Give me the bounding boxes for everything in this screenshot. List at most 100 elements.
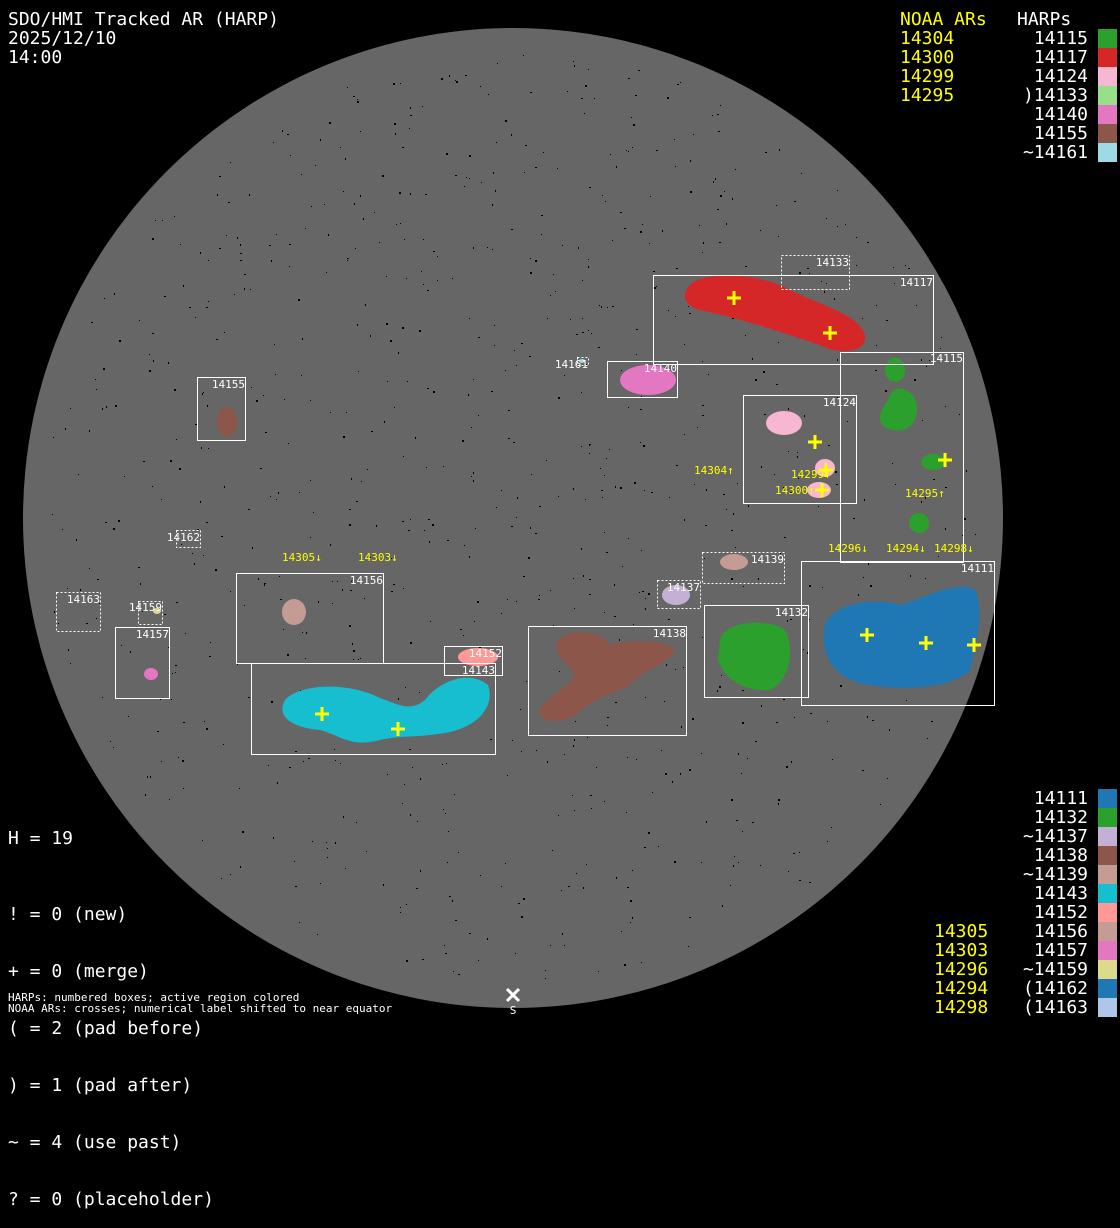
magnetic-pixel (226, 235, 227, 236)
magnetic-pixel (735, 547, 736, 548)
magnetic-pixel (53, 437, 54, 438)
magnetic-pixel (343, 191, 344, 192)
magnetic-pixel (185, 633, 186, 634)
harp-legend-item: )14133 (1022, 85, 1088, 106)
magnetic-pixel (180, 244, 181, 245)
harp-label: 14157 (136, 628, 169, 641)
magnetic-pixel (632, 870, 633, 871)
magnetic-pixel (106, 406, 107, 408)
harp-box-14124[interactable] (743, 395, 857, 504)
magnetic-pixel (738, 753, 739, 755)
magnetic-pixel (922, 420, 923, 421)
magnetic-pixel (581, 548, 582, 550)
harp-label: 14162 (167, 531, 200, 544)
harp-box-14157[interactable] (115, 627, 170, 699)
harp-box-14152[interactable] (444, 646, 503, 676)
magnetic-pixel (104, 298, 105, 299)
magnetic-pixel (145, 794, 146, 796)
magnetic-pixel (834, 298, 835, 300)
magnetic-pixel (528, 557, 530, 559)
harp-box-14159[interactable] (138, 601, 163, 625)
magnetic-pixel (824, 291, 825, 293)
magnetic-pixel (398, 352, 399, 354)
magnetic-pixel (423, 284, 424, 285)
magnetic-pixel (223, 744, 224, 745)
magnetic-pixel (62, 529, 63, 530)
harp-legend-item: 14152 (1033, 902, 1088, 923)
region-14132 (718, 622, 790, 691)
harp-legend-item: (14163 (1022, 997, 1088, 1018)
magnetic-pixel (189, 307, 191, 308)
harp-boxes (56, 255, 995, 755)
harp-box-14139[interactable] (702, 552, 785, 584)
harp-box-14140[interactable] (607, 361, 678, 398)
harp-box-14117[interactable] (653, 275, 934, 365)
magnetic-pixel (669, 497, 670, 498)
magnetic-pixel (386, 323, 388, 325)
magnetic-pixel (364, 598, 365, 599)
magnetic-pixel (853, 518, 855, 519)
harp-box-14115[interactable] (840, 352, 964, 563)
magnetic-pixel (496, 142, 497, 143)
noaa-labels: 14304↑ 14299↑ 14300↑ 14295↑ 14296↓ 14294… (282, 464, 974, 564)
magnetic-pixel (900, 545, 902, 546)
magnetic-pixel (733, 865, 734, 867)
magnetic-pixel (219, 248, 221, 249)
magnetic-pixel (626, 150, 627, 151)
magnetic-pixel (311, 206, 312, 207)
magnetic-pixel (574, 608, 575, 609)
magnetic-pixel (155, 220, 156, 221)
magnetic-pixel (315, 165, 316, 166)
magnetic-pixel (702, 361, 703, 362)
harps-swatches-top (1098, 29, 1117, 162)
noaa-cross-icon (808, 435, 822, 449)
noaa-cross-icon (315, 707, 329, 721)
magnetic-pixel (474, 621, 475, 622)
magnetic-pixel (684, 344, 685, 345)
magnetic-pixel (624, 228, 626, 229)
magnetic-pixel (776, 722, 778, 723)
magnetic-pixel (719, 467, 720, 469)
magnetic-pixel (113, 747, 114, 748)
harp-box-14138[interactable] (528, 626, 687, 736)
harp-box-14143[interactable] (251, 663, 496, 755)
harp-box-14137[interactable] (657, 580, 701, 609)
magnetic-pixel (598, 971, 599, 972)
magnetic-pixel (520, 709, 521, 710)
magnetic-pixel (717, 690, 718, 692)
magnetic-pixel (803, 649, 804, 650)
magnetic-pixel (516, 601, 517, 602)
magnetic-pixel (790, 492, 792, 493)
magnetic-pixel (837, 226, 838, 227)
harp-box-14132[interactable] (704, 605, 809, 698)
magnetic-pixel (52, 514, 53, 515)
magnetic-pixel (349, 625, 351, 627)
magnetic-pixel (966, 470, 967, 472)
harp-box-14155[interactable] (197, 377, 246, 441)
magnetic-pixel (206, 728, 208, 730)
magnetic-pixel (433, 251, 435, 252)
noaa-label: 14304↑ (694, 464, 734, 477)
magnetic-pixel (448, 831, 449, 832)
magnetic-pixel (645, 598, 646, 599)
region-14115-d (909, 513, 929, 533)
magnetic-pixel (925, 497, 926, 499)
magnetic-pixel (601, 490, 603, 491)
magnetic-pixel (289, 266, 290, 267)
harp-box-14111[interactable] (801, 561, 995, 706)
magnetic-pixel (265, 432, 267, 433)
magnetic-pixel (443, 466, 444, 467)
magnetic-pixel (614, 584, 615, 586)
magnetic-pixel (543, 152, 544, 153)
magnetic-pixel (809, 273, 810, 274)
magnetic-pixel (921, 359, 922, 361)
magnetic-pixel (349, 524, 351, 526)
harp-label: 14132 (775, 606, 808, 619)
harp-box-14133[interactable] (781, 255, 850, 290)
harp-box-14162[interactable] (176, 530, 201, 548)
harp-box-14161[interactable] (577, 357, 589, 366)
magnetic-pixel (402, 327, 404, 329)
harp-legend-item: 14124 (1033, 66, 1088, 87)
harp-box-14163[interactable] (56, 592, 101, 632)
magnetic-pixel (288, 443, 289, 444)
